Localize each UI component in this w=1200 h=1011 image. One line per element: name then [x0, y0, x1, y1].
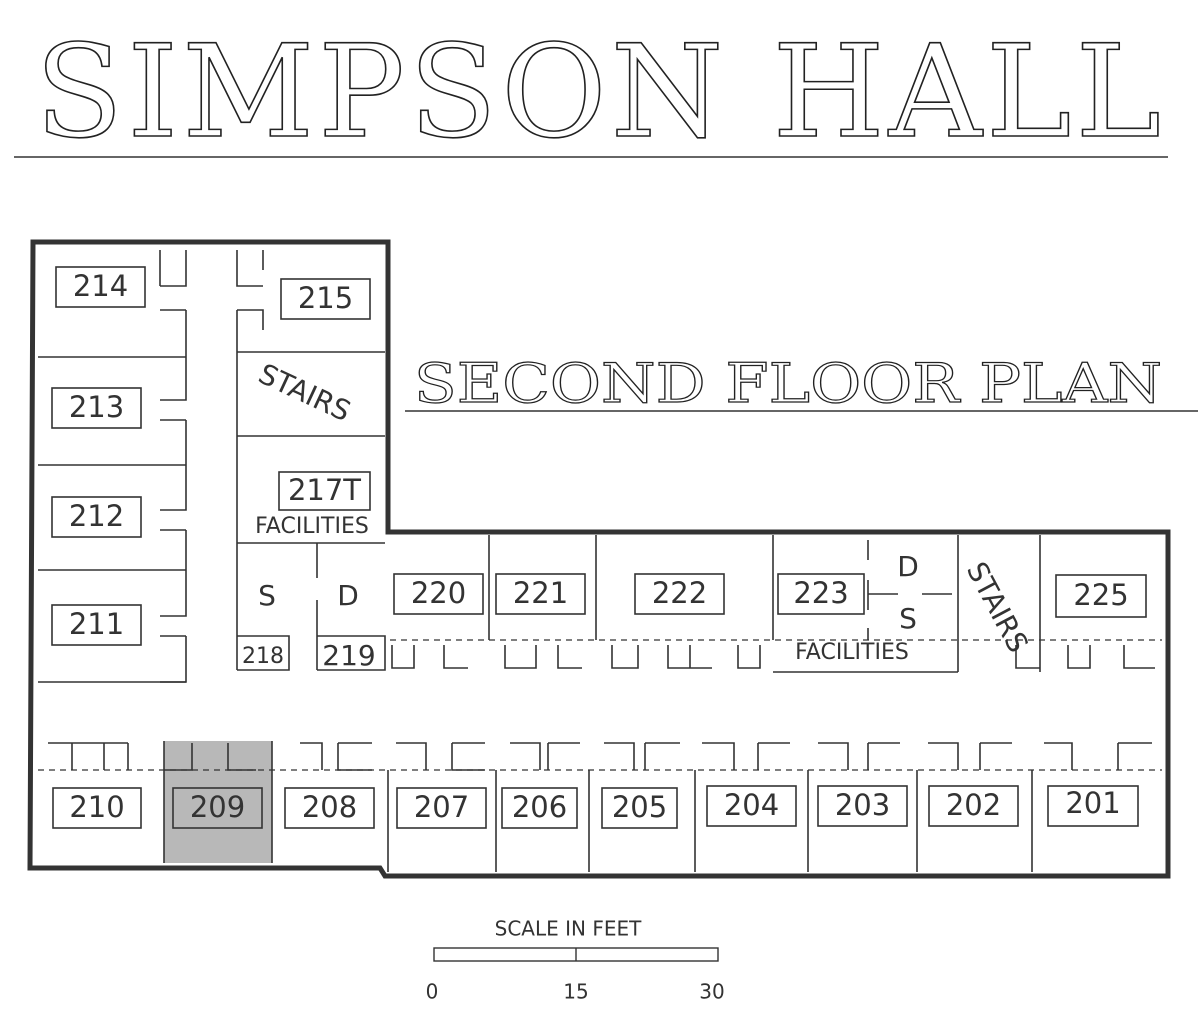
- facilities-right-label: FACILITIES: [795, 640, 909, 665]
- scale-tick-0: 0: [426, 980, 439, 1004]
- room-209[interactable]: 209: [172, 787, 263, 829]
- svg-text:221: 221: [513, 576, 568, 610]
- facilities-left-label: FACILITIES: [255, 514, 369, 539]
- scale-tick-30: 30: [699, 980, 724, 1004]
- room-204[interactable]: 204: [706, 785, 797, 827]
- room-221[interactable]: 221: [495, 573, 586, 615]
- room-213[interactable]: 213: [51, 387, 142, 429]
- scale-title: SCALE IN FEET: [495, 917, 642, 941]
- room-214[interactable]: 214: [55, 266, 146, 308]
- room-203[interactable]: 203: [817, 785, 908, 827]
- room-217t[interactable]: 217T: [278, 471, 371, 511]
- svg-text:214: 214: [73, 269, 128, 303]
- room-215[interactable]: 215: [280, 278, 371, 320]
- room-209-highlight[interactable]: [164, 741, 272, 863]
- stairs-right-label: STAIRS: [960, 557, 1035, 658]
- room-205[interactable]: 205: [601, 787, 678, 829]
- room-222[interactable]: 222: [634, 573, 725, 615]
- svg-text:205: 205: [612, 790, 667, 824]
- room-223[interactable]: 223: [777, 573, 865, 615]
- stairs-left-label: STAIRS: [254, 357, 356, 428]
- svg-text:222: 222: [652, 576, 707, 610]
- dressing-left-label: D: [337, 579, 359, 612]
- room-206[interactable]: 206: [501, 787, 578, 829]
- svg-text:210: 210: [69, 790, 124, 824]
- svg-text:225: 225: [1073, 578, 1128, 612]
- room-202[interactable]: 202: [928, 785, 1019, 827]
- scale-bar: SCALE IN FEET 0 15 30: [426, 917, 725, 1004]
- scale-tick-15: 15: [563, 980, 588, 1004]
- svg-text:209: 209: [190, 790, 245, 824]
- east-wing-north-walls: [390, 535, 1162, 673]
- svg-text:213: 213: [69, 390, 124, 424]
- room-212[interactable]: 212: [51, 496, 142, 538]
- north-corridor-doors: [391, 645, 1155, 669]
- room-219[interactable]: 219: [322, 639, 375, 672]
- svg-text:206: 206: [512, 790, 567, 824]
- shower-right-label: S: [899, 602, 917, 635]
- room-218[interactable]: 218: [242, 644, 284, 669]
- room-201[interactable]: 201: [1047, 785, 1139, 827]
- svg-text:208: 208: [302, 790, 357, 824]
- svg-text:202: 202: [946, 788, 1001, 822]
- svg-text:201: 201: [1065, 786, 1120, 820]
- south-rooms-walls: [38, 741, 1162, 872]
- south-corridor-doors: [48, 742, 1152, 771]
- svg-text:220: 220: [411, 576, 466, 610]
- room-210[interactable]: 210: [52, 787, 142, 829]
- room-207[interactable]: 207: [396, 787, 487, 829]
- room-220[interactable]: 220: [393, 573, 484, 615]
- svg-text:211: 211: [69, 607, 124, 641]
- svg-text:203: 203: [835, 788, 890, 822]
- svg-text:215: 215: [298, 281, 353, 315]
- floor-plan-subtitle: SECOND FLOOR PLAN: [414, 352, 1162, 415]
- svg-text:223: 223: [793, 576, 848, 610]
- building-outline: [27, 239, 1171, 879]
- svg-text:207: 207: [414, 790, 469, 824]
- svg-text:204: 204: [724, 788, 779, 822]
- left-wing-walls: [38, 250, 386, 683]
- room-211[interactable]: 211: [51, 604, 142, 646]
- shower-left-label: S: [258, 579, 276, 612]
- room-208[interactable]: 208: [284, 787, 375, 829]
- svg-text:217T: 217T: [288, 473, 361, 507]
- room-225[interactable]: 225: [1055, 574, 1147, 618]
- dressing-right-label: D: [897, 550, 919, 583]
- building-title: SIMPSON HALL: [35, 18, 1165, 167]
- svg-text:212: 212: [69, 499, 124, 533]
